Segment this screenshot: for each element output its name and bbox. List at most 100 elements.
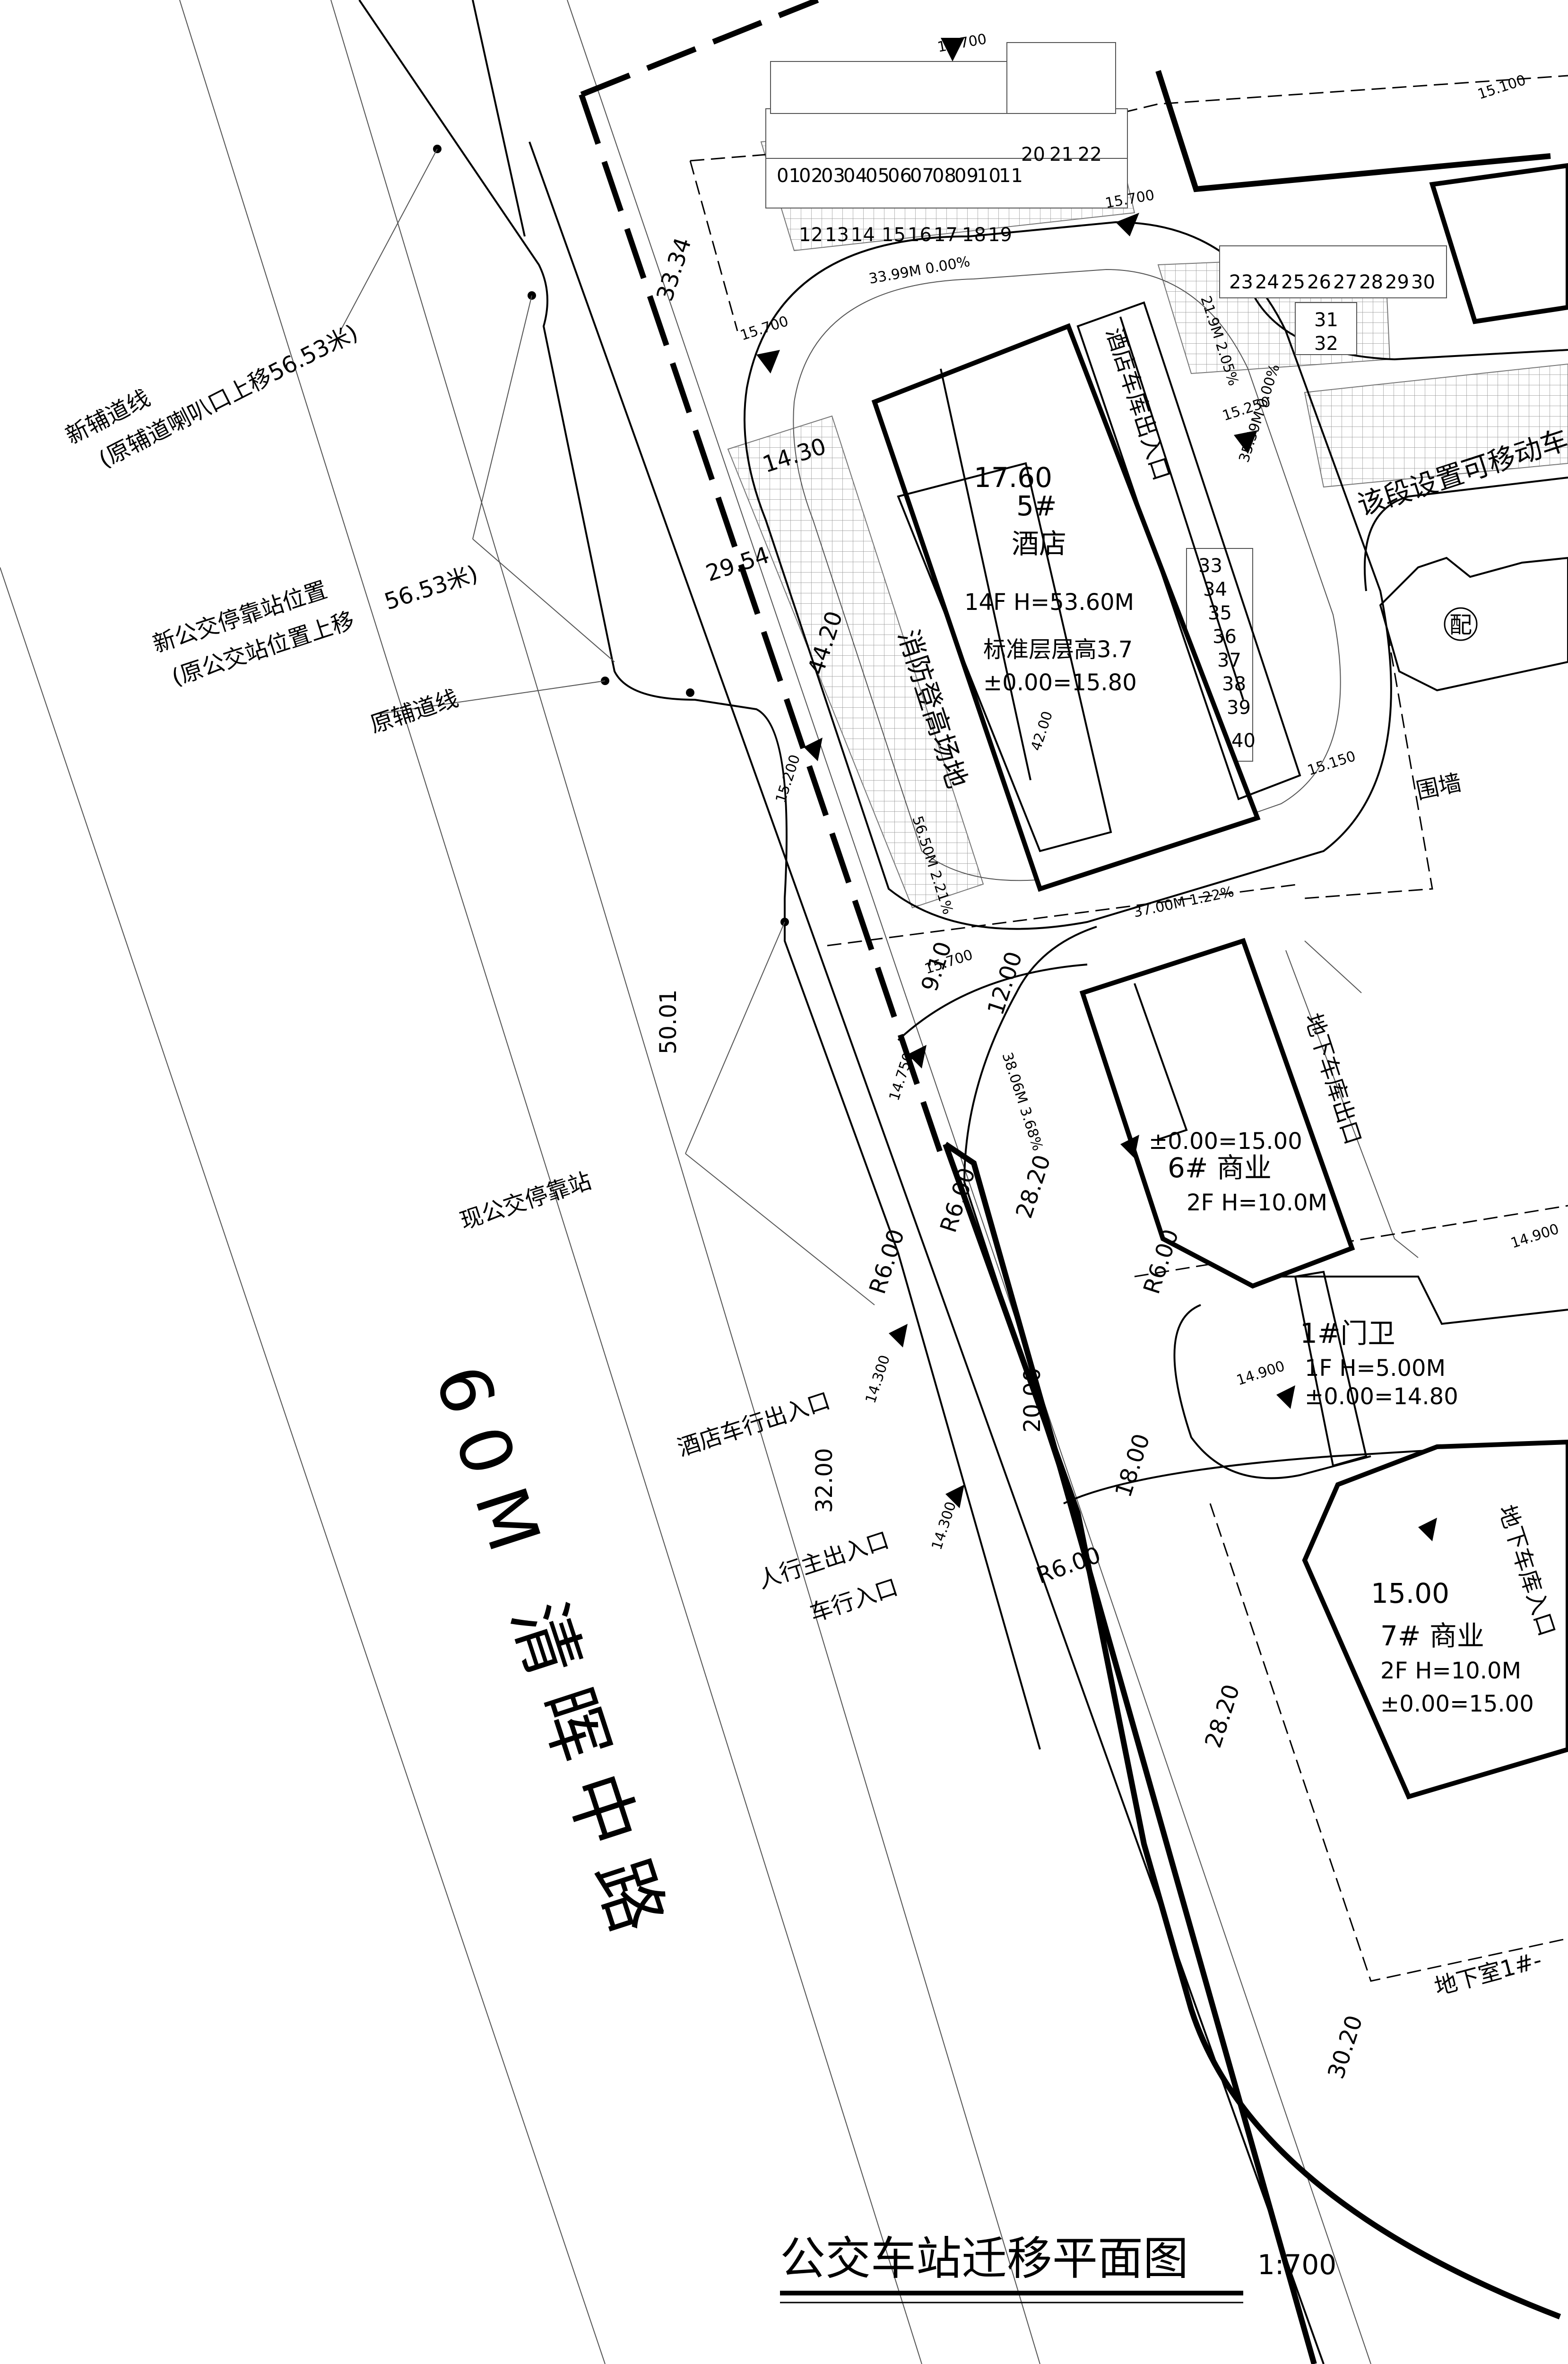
stall-37: 37 [1217,650,1241,671]
stall-24: 24 [1255,271,1279,293]
building-5-floors: 14F H=53.60M [964,589,1134,616]
elev-e3: 15.700 [738,313,791,344]
building-6-name: 6# 商业 [1168,1152,1272,1184]
dim-d1: 33.34 [651,235,697,304]
building-7-commercial: 15.00 7# 商业 2F H=10.0M ±0.00=15.00 [1302,1439,1568,1800]
building-6-commercial: ±0.00=15.00 6# 商业 2F H=10.0M [1079,938,1355,1289]
dim-d10: 18.00 [1110,1431,1155,1501]
elev-e12: 14.900 [1235,1358,1287,1389]
building-1-name: 1#门卫 [1300,1317,1395,1349]
building-6-floors: 2F H=10.0M [1187,1190,1327,1216]
dim-d12: 30.20 [1323,2012,1368,2082]
direction-arrows [756,38,1437,1541]
dim-d8: 20.00 [1019,1368,1046,1433]
label-old-aux-road: 原辅道线 [367,685,461,739]
building-1-floors: 1F H=5.00M [1305,1355,1446,1382]
stall-03: 03 [821,165,845,187]
elev-e11: 14.300 [928,1500,960,1552]
stall-13: 13 [825,224,849,246]
setback-lines [689,75,1568,1982]
elev-e10: 14.300 [862,1353,893,1406]
dim-d9: 32.00 [811,1448,838,1513]
stall-11: 11 [999,165,1023,187]
building-6-elevation: ±0.00=15.00 [1149,1128,1302,1155]
aux-road-markers [340,145,875,1305]
stall-28: 28 [1359,271,1383,293]
building-1-elevation: ±0.00=14.80 [1305,1383,1458,1410]
elev-e7: 15.150 [1306,748,1358,779]
substation: 配 [1379,556,1568,692]
drawing-scale: 1:700 [1257,2249,1336,2281]
dim-d11: 28.20 [1200,1681,1245,1751]
building-5-type: 酒店 [1012,528,1066,560]
stall-40: 40 [1231,730,1256,752]
stall-17: 17 [934,224,958,246]
elev-e6: 15.200 [772,753,804,805]
building-5-floor-height: 标准层层高3.7 [983,636,1133,663]
slope-s1: 33.99M 0.00% [867,253,971,287]
road-lines [0,0,1371,2364]
dim-d2: 29.54 [702,542,772,587]
dim-r3: R6.00 [1138,1226,1184,1297]
stall-34: 34 [1203,579,1227,600]
stall-02: 02 [799,165,823,187]
stall-18: 18 [962,224,986,246]
stall-19: 19 [988,224,1012,246]
stall-26: 26 [1307,271,1331,293]
stall-10: 10 [977,165,1001,187]
site-boundary [579,0,1561,2364]
stall-29: 29 [1385,271,1409,293]
stall-35: 35 [1208,602,1232,624]
building-7-floors: 2F H=10.0M [1380,1658,1521,1684]
dim-r1: R6.00 [864,1226,910,1297]
stall-12: 12 [799,224,823,246]
building-5-elevation: ±0.00=15.80 [983,669,1137,696]
dim-d5: 50.01 [655,990,682,1054]
label-vehicle-entrance: 车行入口 [806,1574,901,1627]
label-new-bus-stop-note-value: 56.53米) [381,560,481,615]
building-1-gate: 1#门卫 1F H=5.00M ±0.00=14.80 [1294,1270,1458,1467]
label-basement: 地下室1#- [1432,1947,1545,2000]
stall-20: 20 [1021,144,1045,165]
road-name-label: 60M 清晖中路 [419,1356,685,1960]
stall-27: 27 [1333,271,1357,293]
stall-07: 07 [910,165,934,187]
stall-04: 04 [843,165,867,187]
stall-01: 01 [777,165,801,187]
building-5-number: 5# [1016,490,1057,522]
stall-06: 06 [888,165,912,187]
stall-30: 30 [1411,271,1435,293]
building-7-elevation: ±0.00=15.00 [1380,1691,1534,1717]
drawing-title-block: 公交车站迁移平面图 1:700 [780,2232,1336,2303]
drawing-title: 公交车站迁移平面图 [780,2232,1188,2285]
building-5-hotel: 17.60 5# 酒店 14F H=53.60M 标准层层高3.7 ±0.00=… [871,301,1301,892]
stall-22: 22 [1078,144,1102,165]
parking-top [765,42,1447,762]
stall-23: 23 [1229,271,1253,293]
parking-numbers: 01 02 03 04 05 06 07 08 09 10 11 20 21 2… [777,144,1435,752]
stall-05: 05 [866,165,890,187]
dim-d7: 28.20 [1011,1152,1056,1222]
top-right-building [1429,163,1568,324]
stall-14: 14 [851,224,875,246]
stall-09: 09 [954,165,979,187]
stall-16: 16 [908,224,932,246]
stall-25: 25 [1281,271,1305,293]
label-current-bus-stop: 现公交停靠站 [457,1167,594,1234]
stall-21: 21 [1049,144,1074,165]
building-7-top-elev: 15.00 [1371,1577,1449,1609]
stall-39: 39 [1227,697,1251,719]
substation-label: 配 [1449,612,1472,638]
elev-e13: 14.900 [1509,1221,1561,1252]
stall-32: 32 [1314,333,1338,355]
label-hotel-vehicle-entrance: 酒店车行出入口 [674,1387,833,1461]
elev-e1: 15.700 [936,31,988,56]
building-5-top-elev: 17.60 [974,461,1052,494]
stall-15: 15 [882,224,906,246]
stall-38: 38 [1222,673,1246,695]
building-7-name: 7# 商业 [1380,1620,1484,1652]
label-boundary-wall: 围墙 [1414,769,1464,805]
stall-08: 08 [932,165,956,187]
slope-s6: 38.06M 3.68% [998,1051,1046,1153]
